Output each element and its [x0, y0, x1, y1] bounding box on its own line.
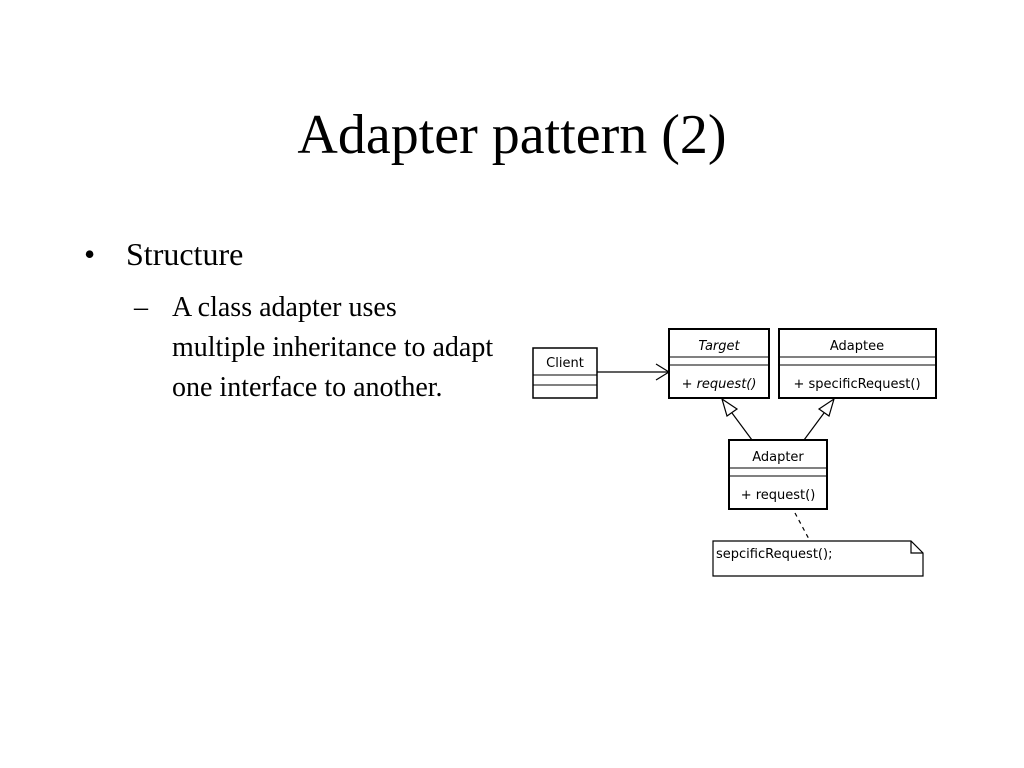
- bullet-dot: •: [84, 236, 96, 272]
- client-class-name: Client: [546, 356, 584, 371]
- adaptee-class-name: Adaptee: [830, 339, 884, 354]
- target-class-method: + request(): [682, 377, 757, 392]
- inheritance-arrow-adaptee: [803, 397, 836, 441]
- sub-bullet-dash: –: [134, 292, 148, 323]
- target-class: Target + request(): [668, 328, 770, 399]
- adapter-class-method: + request(): [741, 488, 816, 503]
- note: sepcificRequest();: [712, 540, 924, 577]
- note-connector: [794, 512, 811, 542]
- adaptee-class-method: + specificRequest(): [793, 377, 920, 392]
- adapter-class-name: Adapter: [752, 450, 804, 465]
- inheritance-arrow-target: [720, 397, 753, 441]
- sub-bullet-text: A class adapter uses multiple inheritanc…: [172, 292, 494, 403]
- bullet-structure: • Structure: [84, 232, 243, 276]
- slide-title: Adapter pattern (2): [297, 104, 727, 166]
- sub-bullet: – A class adapter uses multiple inherita…: [134, 288, 494, 408]
- target-class-name: Target: [698, 339, 740, 354]
- bullet-text: Structure: [126, 236, 244, 272]
- adapter-class: Adapter + request(): [728, 439, 828, 510]
- client-class: Client: [532, 347, 598, 399]
- note-text: sepcificRequest();: [716, 547, 832, 562]
- association-arrow: [597, 363, 671, 381]
- adaptee-class: Adaptee + specificRequest(): [778, 328, 937, 399]
